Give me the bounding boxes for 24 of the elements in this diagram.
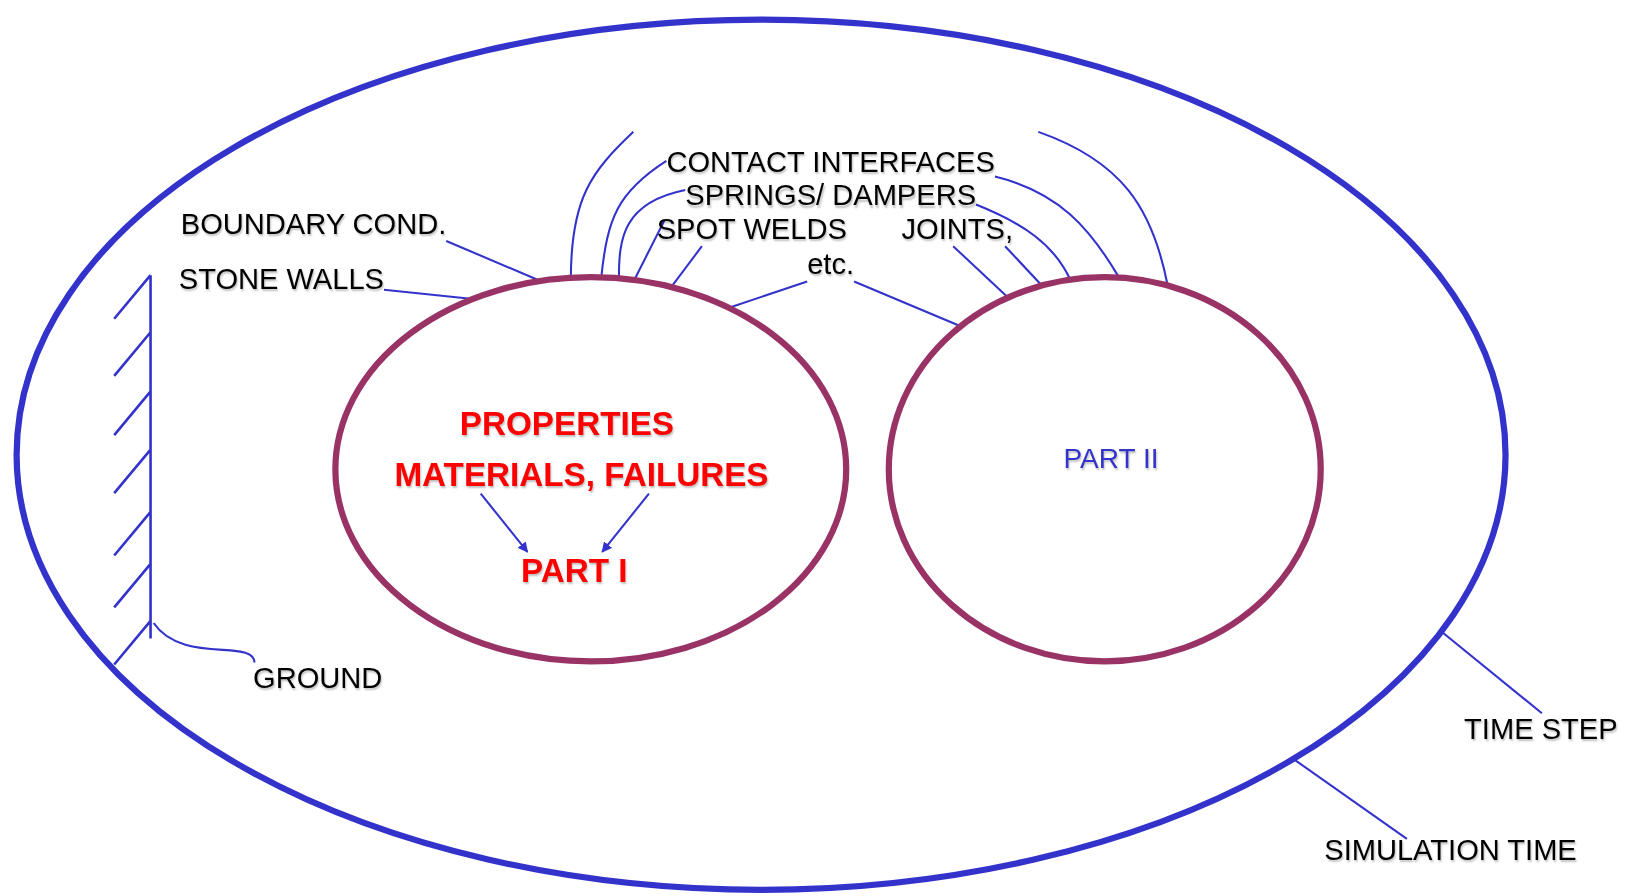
leader-line: [600, 160, 667, 278]
callout-label: SIMULATION TIME: [1324, 833, 1577, 868]
callout-label: etc.: [807, 248, 855, 282]
leader-line: [152, 622, 256, 663]
callout-label: SPOT WELDS: [656, 212, 847, 247]
part-ellipse: [885, 274, 1324, 665]
leader-line: [569, 131, 635, 278]
arrow: [601, 492, 650, 553]
heading-text: MATERIALS, FAILURES: [394, 455, 769, 494]
callout-label: SPRINGS/ DAMPERS: [685, 179, 977, 213]
callout-label: JOINTS,: [901, 212, 1014, 247]
callout-label: CONTACT INTERFACES: [666, 146, 995, 180]
heading-text: PART I: [520, 551, 628, 591]
callout-label: TIME STEP: [1464, 713, 1618, 747]
leader-line: [670, 245, 703, 288]
callout-label: BOUNDARY COND.: [180, 207, 447, 241]
callout-label: PART II: [1063, 442, 1159, 476]
callout-label: GROUND: [253, 662, 383, 696]
leader-line: [952, 245, 1009, 299]
callout-label: STONE WALLS: [178, 262, 384, 296]
arrow: [479, 492, 529, 553]
leader-line: [1292, 758, 1408, 840]
heading-text: PROPERTIES: [459, 404, 674, 443]
leader-line: [1440, 630, 1543, 714]
